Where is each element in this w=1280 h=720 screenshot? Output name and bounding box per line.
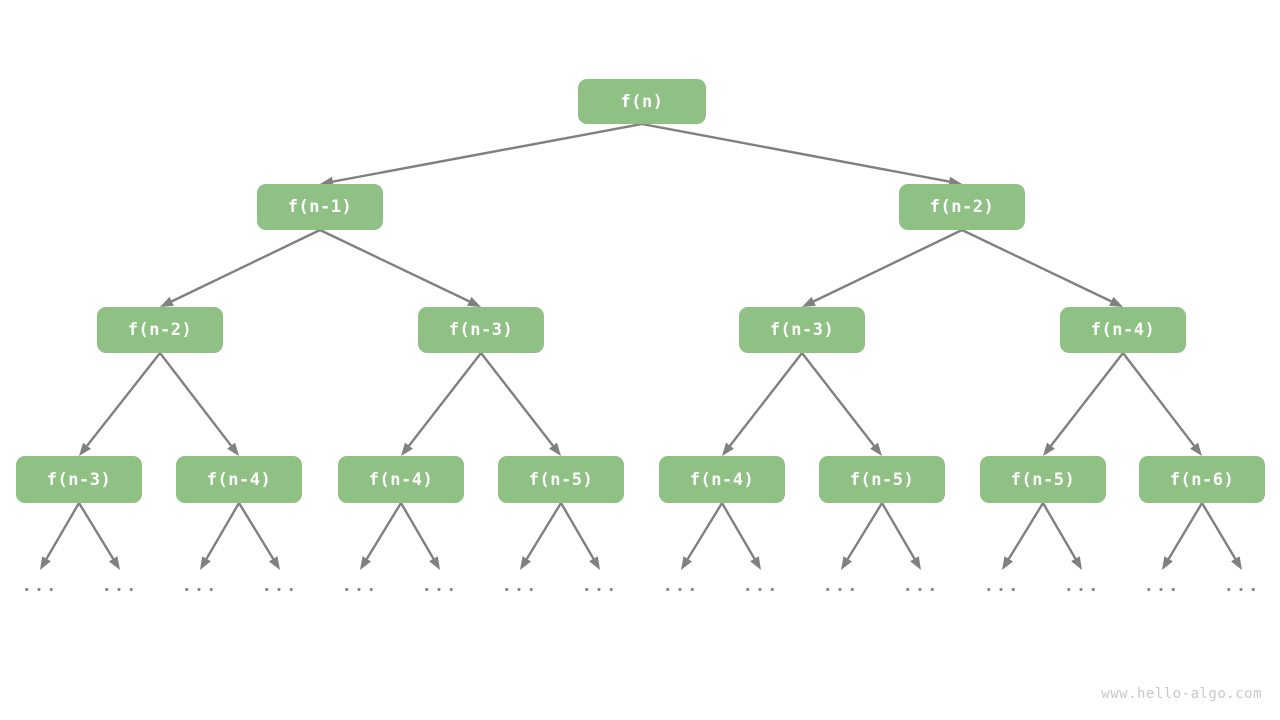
tree-node-label: f(n-5) [528, 469, 594, 490]
tree-node: f(n-2) [97, 307, 223, 353]
tree-node-label: f(n-4) [368, 469, 434, 490]
tree-edge-arrow [159, 352, 239, 456]
tree-edge-arrow [320, 122, 643, 187]
tree-leaf-edge-arrow [520, 502, 563, 570]
tree-node-label: f(n-2) [929, 197, 995, 217]
tree-edge-arrow [722, 352, 803, 456]
ellipsis-marker: ... [1223, 576, 1261, 596]
tree-leaf-edge-arrow [720, 502, 761, 570]
tree-edge-arrow [480, 352, 561, 456]
tree-node-label: f(n-1) [287, 197, 353, 217]
tree-node: f(n-6) [1139, 456, 1265, 503]
ellipsis-marker: ... [341, 576, 379, 596]
tree-leaf-edge-arrow [559, 502, 600, 570]
tree-node-label: f(n) [620, 91, 664, 112]
tree-leaf-edge-arrow [200, 502, 241, 570]
tree-node-label: f(n-4) [1090, 320, 1156, 340]
tree-node-label: f(n-3) [448, 320, 514, 340]
tree-node: f(n-3) [418, 307, 544, 353]
tree-leaf-edge-arrow [1162, 502, 1204, 570]
tree-edge-arrow [961, 228, 1123, 307]
tree-edge-arrow [401, 352, 482, 456]
tree-edge-arrow [319, 228, 481, 307]
tree-node: f(n-2) [899, 184, 1025, 230]
tree-leaf-edge-arrow [237, 502, 280, 570]
tree-leaf-edge-arrow [841, 502, 884, 570]
tree-leaf-edge-arrow [399, 502, 440, 570]
ellipsis-marker: ... [983, 576, 1021, 596]
ellipsis-marker: ... [261, 576, 299, 596]
ellipsis-marker: ... [581, 576, 619, 596]
tree-node: f(n-4) [659, 456, 785, 503]
ellipsis-marker: ... [421, 576, 459, 596]
tree-node-label: f(n-3) [46, 469, 112, 490]
tree-leaf-edge-arrow [1002, 502, 1045, 570]
tree-node-label: f(n-4) [689, 469, 755, 490]
tree-edge-arrow [1043, 352, 1124, 456]
watermark-label: www.hello-algo.com [1101, 686, 1262, 702]
tree-node: f(n-4) [338, 456, 464, 503]
tree-node: f(n-5) [498, 456, 624, 503]
tree-node-label: f(n-5) [1010, 469, 1076, 490]
ellipsis-marker: ... [742, 576, 780, 596]
ellipsis-marker: ... [101, 576, 139, 596]
tree-node-label: f(n-4) [206, 469, 272, 490]
tree-node-label: f(n-2) [127, 320, 193, 340]
tree-node-label: f(n-6) [1169, 469, 1235, 490]
tree-node-label: f(n-5) [849, 469, 915, 490]
tree-leaf-edge-arrow [40, 502, 81, 570]
tree-leaf-edge-arrow [1200, 502, 1242, 570]
ellipsis-marker: ... [501, 576, 539, 596]
tree-node: f(n-4) [176, 456, 302, 503]
tree-leaf-edge-arrow [681, 502, 724, 570]
ellipsis-marker: ... [902, 576, 940, 596]
tree-node: f(n-4) [1060, 307, 1186, 353]
tree-node: f(n-3) [16, 456, 142, 503]
tree-edge-arrow [641, 122, 962, 187]
tree-leaf-edge-arrow [77, 502, 120, 570]
ellipsis-marker: ... [181, 576, 219, 596]
tree-node-label: f(n-3) [769, 320, 835, 340]
ellipsis-marker: ... [1143, 576, 1181, 596]
ellipsis-marker: ... [662, 576, 700, 596]
tree-node: f(n-1) [257, 184, 383, 230]
ellipsis-marker: ... [1063, 576, 1101, 596]
ellipsis-marker: ... [822, 576, 860, 596]
ellipsis-marker: ... [21, 576, 59, 596]
tree-leaf-edge-arrow [1041, 502, 1082, 570]
tree-node: f(n-5) [980, 456, 1106, 503]
tree-node: f(n) [578, 79, 706, 124]
tree-edge-arrow [79, 352, 161, 456]
tree-leaf-edge-arrow [360, 502, 403, 570]
tree-edge-arrow [1122, 352, 1202, 456]
tree-edge-arrow [802, 228, 963, 307]
tree-edge-arrow [160, 228, 321, 307]
tree-node: f(n-3) [739, 307, 865, 353]
tree-edge-arrow [801, 352, 882, 456]
tree-leaf-edge-arrow [880, 502, 921, 570]
tree-node: f(n-5) [819, 456, 945, 503]
